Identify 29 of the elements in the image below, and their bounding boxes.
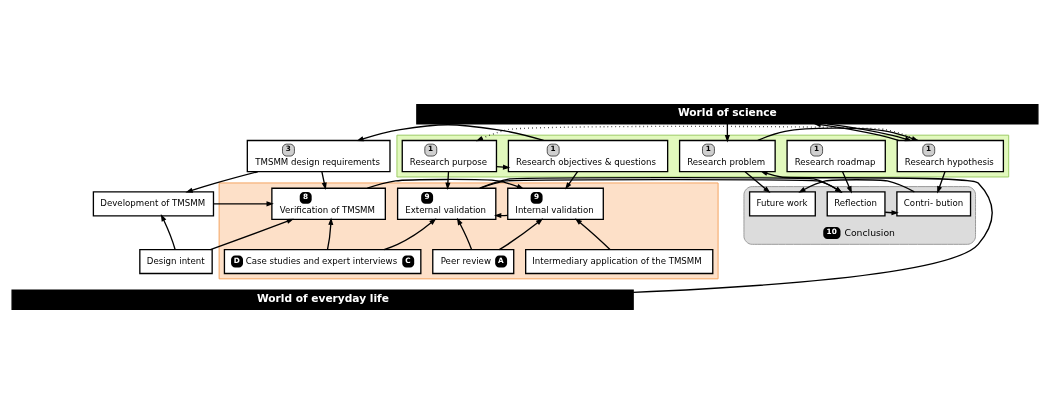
node-box: Future work xyxy=(748,191,816,217)
arrow xyxy=(326,217,334,251)
arrow xyxy=(744,171,771,194)
arrow xyxy=(813,122,900,142)
arrow xyxy=(479,177,843,193)
node-box: Reflection xyxy=(826,191,886,217)
arrow xyxy=(209,218,294,251)
arrow xyxy=(213,201,274,207)
node-box: Intermediary application of the TMSMM xyxy=(525,248,714,275)
arrow xyxy=(366,178,525,189)
arrow xyxy=(574,218,611,251)
arrow xyxy=(826,123,913,142)
arrow xyxy=(757,127,919,142)
arrow xyxy=(445,171,451,190)
arrow xyxy=(456,217,473,251)
arrow xyxy=(356,124,545,142)
arrow xyxy=(498,218,544,251)
node-box: World of everyday life xyxy=(11,289,634,310)
arrow xyxy=(185,171,259,193)
arrow xyxy=(841,171,852,194)
node-box: Contri- bution xyxy=(896,191,972,217)
arrow xyxy=(321,171,327,190)
node-box: Design intent xyxy=(139,248,213,275)
arrow xyxy=(495,164,511,170)
node-box: World of science xyxy=(416,104,1039,125)
node-box: Development of TMSMM xyxy=(92,191,215,217)
arrow xyxy=(383,218,437,251)
arrow xyxy=(798,179,915,193)
arrow xyxy=(160,214,176,251)
